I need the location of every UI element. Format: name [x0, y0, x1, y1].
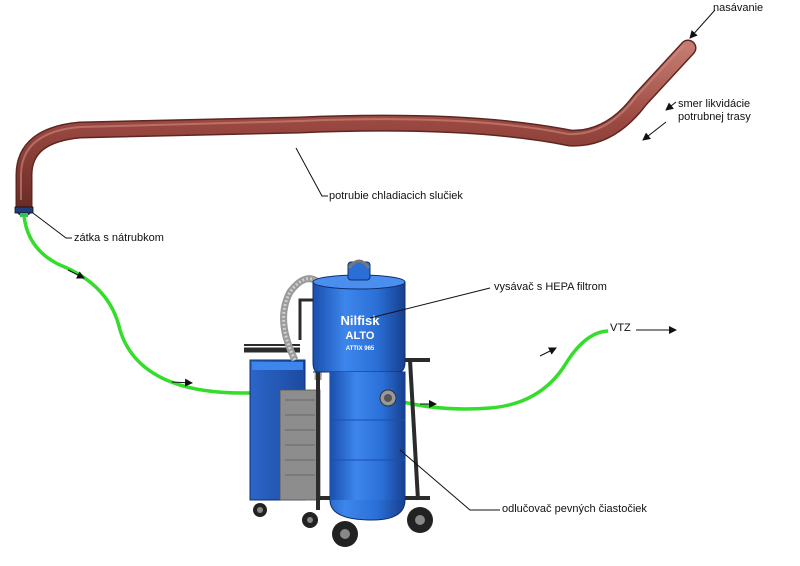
flow-arrows — [67, 9, 716, 408]
plug-connector — [14, 206, 34, 217]
hose-outlet — [394, 329, 609, 411]
brand-top: Nilfisk — [340, 313, 380, 328]
label-cooling-pipe: potrubie chladiacich slučiek — [329, 190, 463, 202]
leader-lines — [32, 147, 500, 511]
label-disposal-direction: smer likvidácie potrubnej trasy — [678, 98, 751, 123]
hose-inlet — [22, 215, 251, 395]
cooling-pipe — [15, 39, 697, 217]
label-vtz: VTZ — [610, 322, 631, 334]
model-label: ATTIX 965 — [346, 346, 375, 352]
label-suction: nasávanie — [713, 2, 764, 14]
brand-bottom: ALTO — [346, 330, 375, 342]
label-vacuum: vysávač s HEPA filtrom — [494, 281, 607, 293]
label-separator: odlučovač pevných čiastočiek — [502, 503, 647, 515]
vacuum-cleaner: Nilfisk ALTO ATTIX 965 — [244, 259, 433, 547]
label-plug: zátka s nátrubkom — [74, 232, 164, 244]
